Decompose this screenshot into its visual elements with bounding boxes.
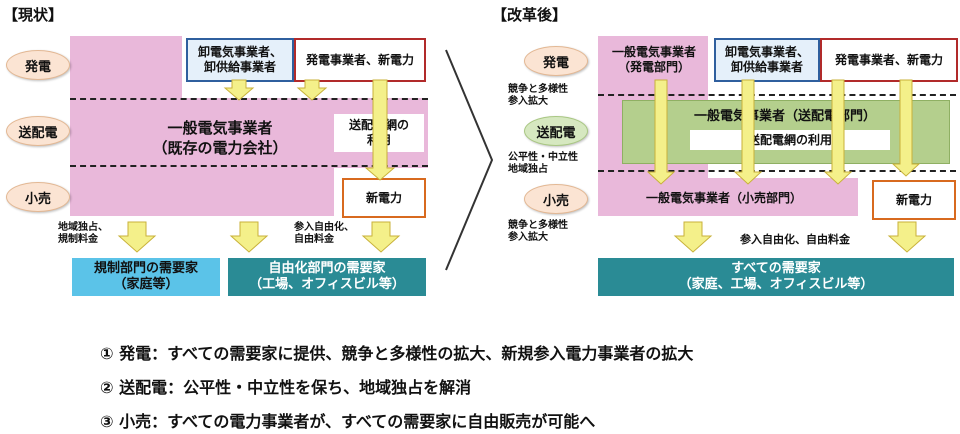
transition-arrow-icon bbox=[445, 49, 494, 271]
arrow-down-icon bbox=[733, 79, 763, 185]
right-row-label-trans: 送配電 bbox=[524, 116, 588, 146]
arrow-down-icon bbox=[364, 79, 396, 181]
right-divider-top bbox=[598, 94, 956, 96]
arrow-down-icon bbox=[296, 79, 328, 101]
right-divider-bottom bbox=[598, 170, 956, 172]
right-new-power-box: 新電力 bbox=[872, 180, 956, 220]
arrow-down-icon bbox=[673, 221, 713, 253]
right-retail-dept-text: 一般電気事業者（小売部門） bbox=[645, 190, 802, 205]
left-generator-new-box: 発電事業者、新電力 bbox=[294, 38, 426, 82]
right-retail-block bbox=[598, 178, 858, 216]
left-row-label-gen: 発電 bbox=[6, 50, 70, 80]
right-note-liberal: 参入自由化、自由料金 bbox=[740, 233, 850, 246]
left-retail-block bbox=[70, 168, 334, 216]
right-row-label-retail: 小売 bbox=[524, 184, 588, 214]
left-arrows bbox=[117, 79, 401, 253]
left-divider-top bbox=[70, 98, 428, 100]
arrow-down-icon bbox=[229, 221, 269, 253]
left-row-label-trans: 送配電 bbox=[6, 116, 70, 146]
summary-bullet-retail: ③ 小売：すべての電力事業者が、すべての需要家に自由販売が可能へ bbox=[100, 412, 596, 431]
arrow-down-icon bbox=[646, 79, 676, 185]
left-note-monopoly: 地域独占、 規制料金 bbox=[58, 222, 108, 245]
arrow-down-icon bbox=[823, 79, 853, 185]
left-note-liberal: 参入自由化、 自由料金 bbox=[294, 222, 354, 245]
arrow-down-icon bbox=[361, 221, 401, 253]
summary-bullet-gen: ① 発電：すべての需要家に提供、競争と多様性の拡大、新規参入電力事業者の拡大 bbox=[100, 344, 694, 363]
right-note-trans: 公平性・中立性 地域独占 bbox=[508, 152, 578, 175]
left-consumer-regulated: 規制部門の需要家 （家庭等） bbox=[72, 258, 220, 296]
left-row-label-retail: 小売 bbox=[6, 182, 70, 212]
right-consumer-all: すべての需要家 （家庭、工場、オフィスビル等） bbox=[598, 258, 954, 296]
arrow-down-icon bbox=[887, 221, 927, 253]
right-row-label-gen: 発電 bbox=[524, 46, 588, 76]
left-utility-text: 一般電気事業者 （既存の電力会社） bbox=[152, 119, 288, 157]
right-wholesale-box: 卸電気事業者、 卸供給事業者 bbox=[714, 38, 820, 82]
left-consumer-liberal: 自由化部門の需要家 （工場、オフィスビル等） bbox=[228, 258, 426, 296]
left-divider-bottom bbox=[70, 165, 428, 167]
right-arrows bbox=[646, 79, 927, 253]
right-trans-dept-text: 一般電気事業者（送配電部門） bbox=[693, 108, 876, 124]
right-generator-new-box: 発電事業者、新電力 bbox=[820, 38, 958, 82]
summary-bullet-trans: ② 送配電：公平性・中立性を保ち、地域独占を解消 bbox=[100, 378, 472, 397]
right-gen-dept-text: 一般電気事業者 （発電部門） bbox=[611, 45, 696, 74]
arrow-down-icon bbox=[891, 79, 921, 177]
arrow-down-icon bbox=[117, 221, 157, 253]
left-section-title: 【現状】 bbox=[3, 6, 64, 24]
left-wholesale-box: 卸電気事業者、 卸供給事業者 bbox=[186, 38, 294, 82]
left-new-power-box: 新電力 bbox=[342, 178, 426, 218]
right-note-gen: 競争と多様性 参入拡大 bbox=[508, 84, 568, 107]
arrow-down-icon bbox=[223, 79, 255, 101]
right-section-title: 【改革後】 bbox=[492, 6, 568, 24]
left-gen-block bbox=[70, 36, 182, 98]
right-note-retail: 競争と多様性 参入拡大 bbox=[508, 220, 568, 243]
